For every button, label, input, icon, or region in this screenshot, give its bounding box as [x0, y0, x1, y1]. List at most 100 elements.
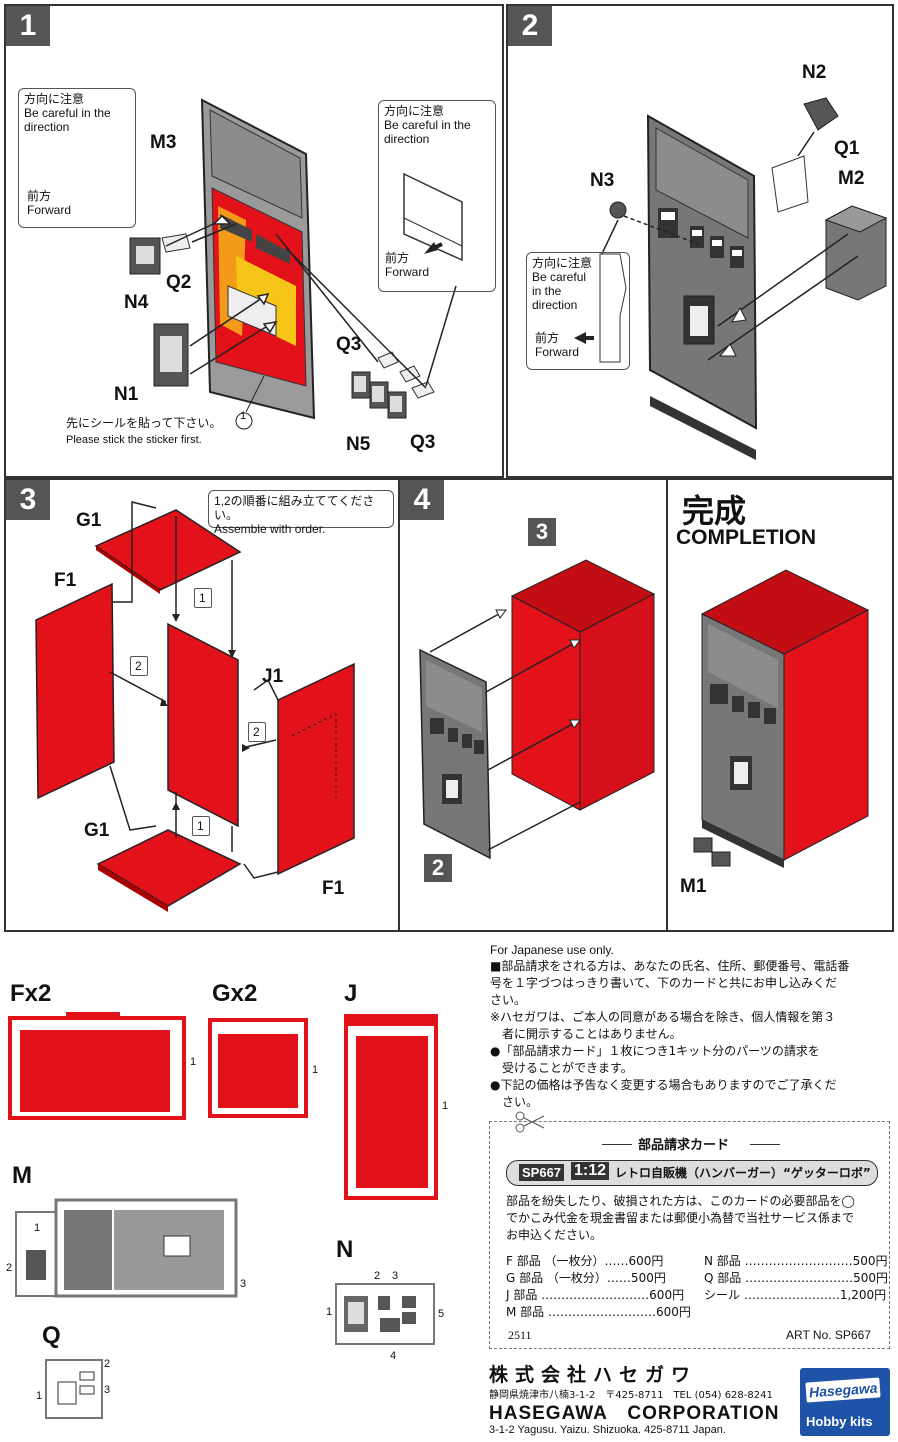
- part-label-m2: M2: [838, 168, 865, 189]
- sprue-q-index-1: 1: [36, 1390, 43, 1402]
- completion-title-jp: 完成: [682, 492, 747, 530]
- japan-only-header: For Japanese use only.: [490, 943, 614, 957]
- step-number: 3: [6, 480, 50, 520]
- note-jp: 方向に注意: [532, 256, 593, 270]
- company-address-en: 3-1-2 Yagusu. Yaizu. Shizuoka. 425-8711 …: [489, 1424, 726, 1436]
- sprue-f-index: 1: [190, 1056, 197, 1068]
- note-jp: 方向に注意: [384, 104, 445, 118]
- sprue-n-index-4: 4: [390, 1350, 397, 1362]
- info-line: ●「部品請求カード」１枚につき1キット分のパーツの請求を: [490, 1044, 820, 1058]
- note-jp: 1,2の順番に組み立ててください。: [214, 494, 375, 522]
- note-en: Be careful in the direction: [24, 106, 111, 134]
- part-label-j1: J1: [262, 666, 284, 687]
- subassembly-tag-2: 2: [424, 854, 452, 882]
- forward-en: Forward: [535, 345, 580, 359]
- card-product-bar: SP667 1:12 レトロ自販機（ハンバーガー）“ゲッターロボ”: [506, 1160, 878, 1186]
- hasegawa-logo: Hasegawa Hobby kits: [800, 1368, 890, 1436]
- step-2-illustration: [574, 97, 888, 460]
- order-marker-1-top: 1: [194, 588, 212, 608]
- completion-illustration: [693, 569, 870, 868]
- part-label-n4: N4: [124, 292, 149, 313]
- sprue-label-j: J: [344, 980, 358, 1007]
- sprue-m-index-1: 1: [34, 1222, 41, 1234]
- part-label-g1-bottom: G1: [84, 820, 110, 841]
- info-line: さい。: [490, 1095, 539, 1109]
- part-label-f1-right: F1: [322, 878, 345, 899]
- forward-en: Forward: [27, 203, 72, 217]
- part-label-n1: N1: [114, 384, 139, 405]
- price-row-sticker: シール ……………………1,200円: [704, 1288, 887, 1302]
- card-title: 部品請求カード: [638, 1138, 730, 1153]
- card-desc-line: 部品を紛失したり、破損された方は、このカードの必要部品を◯: [506, 1194, 855, 1208]
- sticker-instruction-jp: 先にシールを貼って下さい。: [66, 416, 222, 430]
- step-number: 2: [508, 6, 552, 46]
- note-jp: 方向に注意: [24, 92, 85, 106]
- info-line: ※ハセガワは、ご本人の同意がある場合を除き、個人情報を第３: [490, 1010, 836, 1024]
- card-art-no: ART No. SP667: [786, 1328, 871, 1342]
- info-line: ●下記の価格は予告なく変更する場合もありますのでご了承くだ: [490, 1078, 837, 1092]
- sticker-instruction-en: Please stick the sticker first.: [66, 434, 202, 446]
- card-batch: 2511: [508, 1328, 532, 1342]
- part-label-q1: Q1: [834, 138, 860, 159]
- step-4-illustration: [419, 559, 656, 860]
- sprue-j-index: 1: [442, 1100, 449, 1112]
- direction-note-right: 方向に注意 Be careful in the direction 前方 For…: [378, 100, 496, 292]
- forward-jp: 前方: [385, 251, 410, 265]
- sprue-m-index-2: 2: [6, 1262, 13, 1274]
- note-en: Be careful in the direction: [384, 118, 471, 146]
- card-title-rule-left: [602, 1144, 632, 1145]
- part-label-m3: M3: [150, 132, 177, 153]
- sprue-label-m: M: [12, 1162, 32, 1189]
- part-label-n5: N5: [346, 434, 371, 455]
- company-address-jp: 静岡県焼津市八楠3-1-2 〒425-8711 TEL (054) 628-82…: [489, 1390, 773, 1401]
- part-label-n3: N3: [590, 170, 615, 191]
- sprue-label-q: Q: [42, 1322, 61, 1349]
- completion-panel: 完成 COMPLETION M1: [666, 478, 894, 932]
- logo-wordmark: Hasegawa: [805, 1377, 882, 1403]
- price-row-m: M 部品 ………………………600円: [506, 1305, 691, 1319]
- order-marker-1-bottom: 1: [192, 816, 210, 836]
- price-row-q: Q 部品 ………………………500円: [704, 1271, 888, 1285]
- sprue-n-index-5: 5: [438, 1308, 445, 1320]
- part-label-g1-top: G1: [76, 510, 102, 531]
- card-desc-line: お申込ください。: [506, 1228, 603, 1242]
- sprue-g-index: 1: [312, 1064, 319, 1076]
- sprue-n-index-3: 3: [392, 1270, 399, 1282]
- sprue-label-f: Fx2: [10, 980, 52, 1007]
- sprue-label-g: Gx2: [212, 980, 258, 1007]
- step-3-panel: 3: [4, 478, 400, 932]
- info-line: ■部品請求をされる方は、あなたの氏名、住所、郵便番号、電話番: [490, 959, 850, 973]
- completion-title-en: COMPLETION: [676, 526, 816, 549]
- step-1-panel: 1 ゲッ: [4, 4, 504, 478]
- product-code: SP667: [519, 1164, 565, 1181]
- sprue-q-index-2: 2: [104, 1358, 111, 1370]
- company-name-jp: 株式会社ハセガワ: [489, 1364, 698, 1386]
- sprue-label-n: N: [336, 1236, 354, 1263]
- price-row-g: G 部品 （一枚分）……500円: [506, 1271, 666, 1285]
- direction-note-left: 方向に注意 Be careful in the direction 前方 For…: [18, 88, 136, 228]
- card-desc-line: でかこみ代金を現金書留または郵便小為替で当社サービス係まで: [506, 1211, 855, 1225]
- part-label-q3a: Q3: [336, 334, 362, 355]
- assembly-order-note: 1,2の順番に組み立ててください。 Assemble with order.: [208, 490, 394, 536]
- product-name: レトロ自販機（ハンバーガー）“ゲッターロボ”: [615, 1166, 871, 1180]
- info-line: 受けることができます。: [490, 1061, 633, 1075]
- sprue-n-index-1: 1: [326, 1306, 333, 1318]
- sprue-m-index-3: 3: [240, 1278, 247, 1290]
- order-marker-2-left: 2: [130, 656, 148, 676]
- part-label-f1-left: F1: [54, 570, 77, 591]
- step-1-illustration: ゲッ: [27, 98, 463, 430]
- company-name-en: HASEGAWA CORPORATION: [489, 1403, 780, 1424]
- parts-order-card: 部品請求カード SP667 1:12 レトロ自販機（ハンバーガー）“ゲッターロボ…: [489, 1121, 890, 1349]
- part-label-q3b: Q3: [410, 432, 436, 453]
- price-row-j: J 部品 ………………………600円: [506, 1288, 685, 1302]
- step-number: 4: [400, 480, 444, 520]
- logo-subtitle: Hobby kits: [806, 1414, 873, 1429]
- part-label-m1: M1: [680, 876, 707, 897]
- order-marker-2-right: 2: [248, 722, 266, 742]
- card-title-rule-right: [750, 1144, 780, 1145]
- part-label-q2: Q2: [166, 272, 192, 293]
- info-line: 号を１字づつはっきり書いて、下のカードと共にお申し込みくだ: [490, 976, 838, 990]
- forward-en: Forward: [385, 265, 430, 279]
- forward-jp: 前方: [535, 331, 560, 345]
